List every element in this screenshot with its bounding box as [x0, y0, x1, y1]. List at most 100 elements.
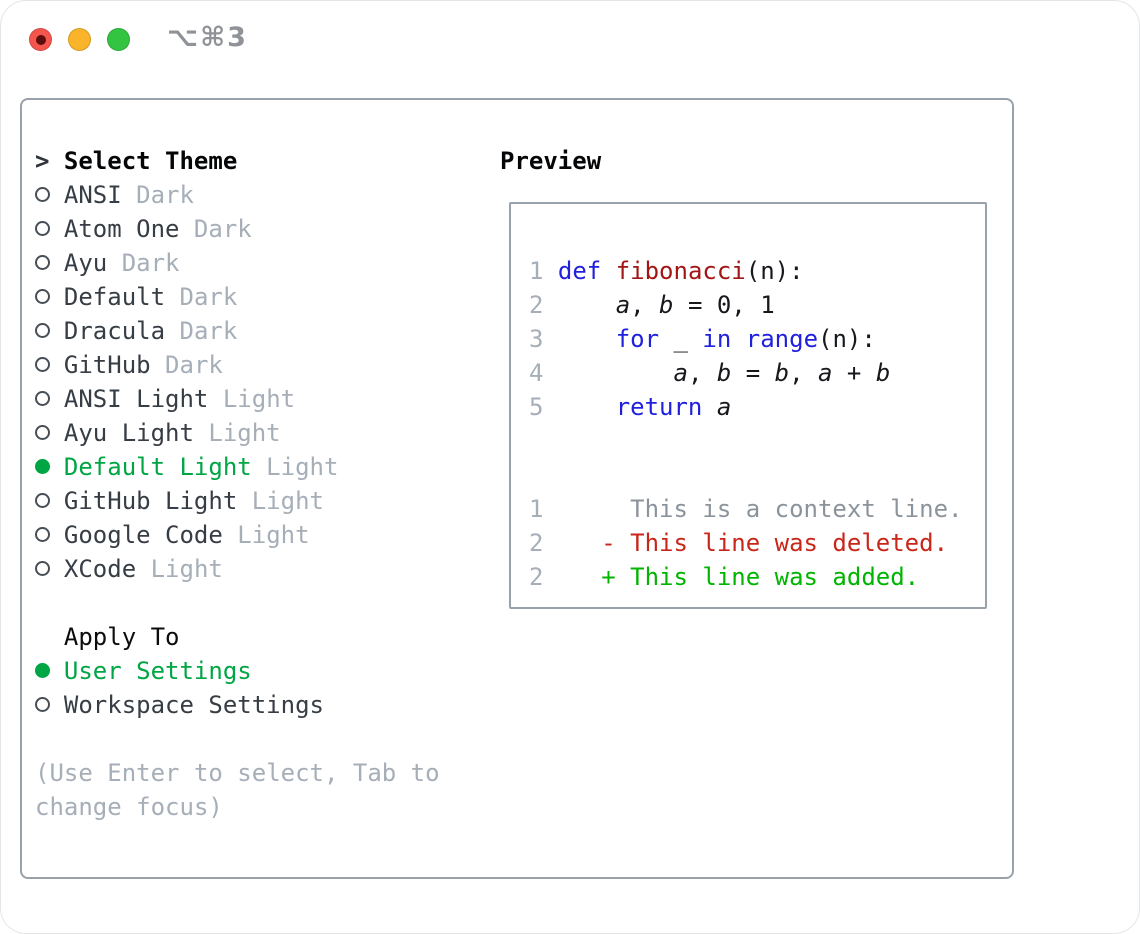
code-token-va: a: [615, 291, 631, 319]
preview-line: 5 return a: [529, 390, 985, 424]
theme-option-label: Google Code: [63, 521, 223, 549]
code-token-pl: (n):: [745, 257, 804, 285]
code-token-va: a: [673, 359, 688, 387]
code-token-pl: [543, 257, 557, 285]
minimize-button-icon[interactable]: [68, 28, 91, 51]
code-token-va: b: [774, 359, 790, 387]
radio-icon: [35, 348, 64, 382]
preview-line: 2 - This line was deleted.: [529, 526, 985, 560]
code-token-pl: [543, 393, 615, 421]
maximize-button-icon[interactable]: [107, 28, 130, 51]
code-token-add: + This line was added.: [601, 563, 920, 591]
theme-variant-tag: Light: [208, 385, 296, 413]
theme-option-label: GitHub: [63, 351, 151, 379]
code-token-kw: range: [745, 325, 819, 353]
code-token-pl: [543, 563, 601, 591]
apply-to-option-label: User Settings: [63, 657, 252, 685]
code-token-va: a: [818, 359, 833, 387]
code-token-del: - This line was deleted.: [601, 529, 949, 557]
code-token-kw: in: [702, 325, 732, 353]
line-number: 5: [529, 393, 544, 421]
theme-option[interactable]: ANSI Dark: [35, 178, 440, 212]
theme-variant-tag: Dark: [150, 351, 223, 379]
theme-option[interactable]: ANSI Light Light: [35, 382, 440, 416]
code-token-pl: (n):: [818, 325, 876, 353]
theme-variant-tag: Light: [222, 521, 310, 549]
spacer-row: [35, 586, 440, 620]
theme-option-label: GitHub Light: [63, 487, 238, 515]
preview-line: [529, 458, 985, 492]
code-token-pl: [543, 325, 615, 353]
preview-line: 2 a, b = 0, 1: [529, 288, 985, 322]
radio-icon: [35, 450, 64, 484]
apply-to-option[interactable]: User Settings: [35, 654, 440, 688]
code-token-pl: ,: [687, 359, 717, 387]
close-button-icon[interactable]: [29, 28, 52, 51]
radio-icon: [35, 484, 64, 518]
code-token-pl: =: [731, 359, 775, 387]
theme-option-label: Dracula: [63, 317, 166, 345]
theme-option[interactable]: Dracula Dark: [35, 314, 440, 348]
theme-option[interactable]: Ayu Dark: [35, 246, 440, 280]
radio-unselected-icon: [35, 288, 50, 304]
preview-line: 4 a, b = b, a + b: [529, 356, 985, 390]
theme-option[interactable]: Ayu Light Light: [35, 416, 440, 450]
theme-option[interactable]: GitHub Dark: [35, 348, 440, 382]
theme-option[interactable]: Google Code Light: [35, 518, 440, 552]
theme-option[interactable]: GitHub Light Light: [35, 484, 440, 518]
code-token-pl: [702, 393, 716, 421]
radio-unselected-icon: [35, 186, 50, 202]
radio-unselected-icon: [35, 424, 50, 440]
theme-option[interactable]: Atom One Dark: [35, 212, 440, 246]
line-number: 1: [529, 257, 544, 285]
code-token-pl: ,: [789, 359, 819, 387]
window-controls: [29, 28, 130, 51]
radio-icon: [35, 314, 64, 348]
help-text-line-1: (Use Enter to select, Tab to: [35, 759, 440, 787]
radio-icon: [35, 654, 64, 688]
theme-variant-tag: Light: [136, 555, 223, 583]
code-token-kw: def: [557, 257, 602, 285]
code-token-pl: _: [659, 325, 703, 353]
radio-unselected-icon: [35, 322, 50, 338]
preview-section-title: Preview: [500, 147, 602, 175]
theme-option[interactable]: Default Dark: [35, 280, 440, 314]
theme-variant-tag: Dark: [179, 215, 252, 243]
radio-unselected-icon: [35, 220, 50, 236]
code-token-ctx: This is a context line.: [543, 495, 963, 523]
theme-option[interactable]: XCode Light: [35, 552, 440, 586]
theme-option[interactable]: Default Light Light: [35, 450, 440, 484]
radio-unselected-icon: [35, 560, 50, 576]
radio-selected-icon: [35, 662, 50, 678]
code-token-pl: [543, 359, 673, 387]
apply-to-title-label: Apply To: [63, 623, 180, 651]
theme-variant-tag: Light: [251, 453, 339, 481]
preview-line: 1 This is a context line.: [529, 492, 985, 526]
theme-variant-tag: Light: [237, 487, 324, 515]
code-token-va: a: [716, 393, 732, 421]
line-number: 1: [529, 495, 544, 523]
theme-variant-tag: Dark: [165, 317, 238, 345]
code-token-kw: for: [615, 325, 660, 353]
radio-icon: [35, 552, 64, 586]
apply-to-option[interactable]: Workspace Settings: [35, 688, 440, 722]
radio-icon: [35, 416, 64, 450]
radio-unselected-icon: [35, 254, 50, 270]
radio-icon: [35, 280, 64, 314]
radio-unselected-icon: [35, 356, 50, 372]
code-token-pl: +: [832, 359, 876, 387]
theme-option-label: Ayu: [63, 249, 108, 277]
apply-to-title: Apply To: [35, 620, 440, 654]
line-number: 4: [529, 359, 544, 387]
preview-line: 1 def fibonacci(n):: [529, 254, 985, 288]
radio-icon: [35, 246, 64, 280]
preview-line: 2 + This line was added.: [529, 560, 985, 594]
code-token-va: b: [716, 359, 732, 387]
theme-option-label: XCode: [63, 555, 137, 583]
radio-icon: [35, 688, 64, 722]
theme-variant-tag: Dark: [165, 283, 238, 311]
